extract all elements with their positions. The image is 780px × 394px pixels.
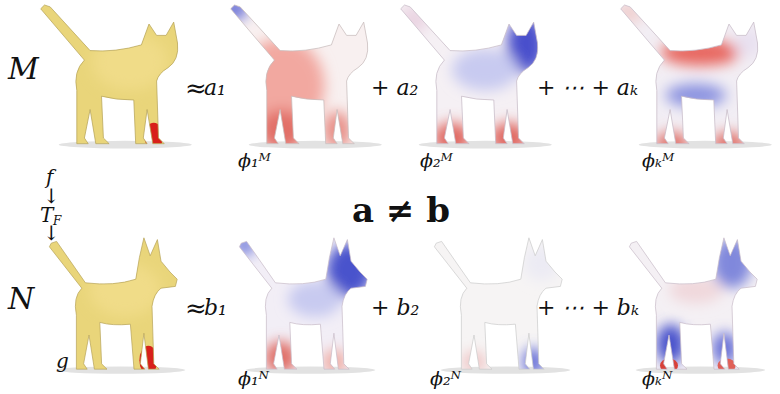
basis-label: ϕ₁ᴹ <box>238 150 271 171</box>
shape-symbol: M <box>8 52 39 85</box>
shape-symbol: N <box>8 282 34 315</box>
approx-sign: ≈ <box>185 294 207 323</box>
function-label: g <box>56 350 69 372</box>
arrow-symbol: ↓ <box>43 222 60 244</box>
dog-shape <box>35 236 185 375</box>
coefficient: + b₂ <box>371 296 419 320</box>
dog-shape <box>225 234 375 374</box>
inequality-label: a ≠ b <box>352 192 450 229</box>
basis-label: ϕₖᴹ <box>642 150 674 171</box>
coefficient: + ⋯ + bₖ <box>537 296 639 320</box>
basis-label: ϕₖᴺ <box>642 368 672 389</box>
cat-shape <box>35 5 192 149</box>
approx-sign: ≈ <box>185 74 207 103</box>
basis-label: ϕ₂ᴺ <box>430 368 461 389</box>
cat-shape <box>615 1 772 155</box>
basis-label: ϕ₂ᴹ <box>420 150 453 171</box>
coefficient: + ⋯ + aₖ <box>537 76 638 100</box>
coefficient: b₁ <box>204 296 227 320</box>
coefficient: a₁ <box>204 76 226 100</box>
cat-shape <box>221 0 382 151</box>
coefficient: + a₂ <box>371 76 418 100</box>
cat-shape <box>395 5 552 153</box>
basis-label: ϕ₁ᴺ <box>238 368 269 389</box>
